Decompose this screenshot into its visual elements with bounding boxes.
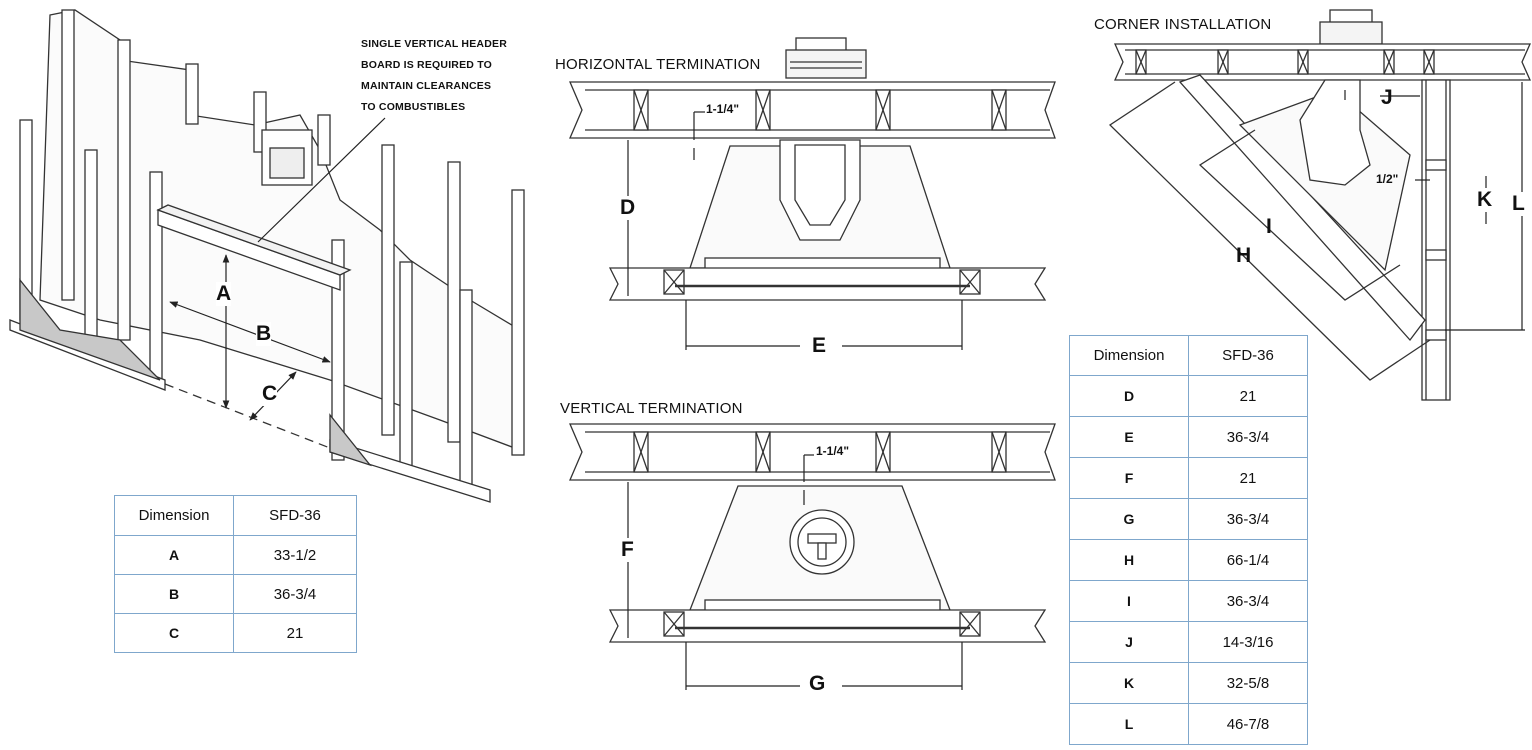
note-line-2: BOARD IS REQUIRED TO	[361, 59, 492, 71]
table-cell-dim: A	[114, 535, 234, 575]
table-cell-dim: J	[1069, 621, 1189, 663]
note-line-3: MAINTAIN CLEARANCES	[361, 80, 492, 92]
dimension-label-i: I	[1266, 215, 1272, 238]
table-header-dimension: Dimension	[114, 495, 234, 536]
corner-installation-title: CORNER INSTALLATION	[1094, 16, 1272, 33]
clearance-label-corner: 1/2"	[1376, 172, 1399, 186]
clearance-label-horizontal: 1-1/4"	[706, 102, 740, 116]
vertical-termination-drawing	[569, 423, 1056, 643]
table-row: B 36-3/4	[114, 574, 357, 614]
horizontal-termination-drawing	[569, 37, 1056, 301]
table-cell-dim: C	[114, 613, 234, 653]
note-line-4: TO COMBUSTIBLES	[361, 101, 466, 113]
table-cell-value: 21	[233, 613, 357, 653]
table-row: D 21	[1069, 375, 1308, 417]
table-cell-dim: D	[1069, 375, 1189, 417]
table-cell-value: 36-3/4	[1188, 580, 1308, 622]
table-cell-dim: L	[1069, 703, 1189, 745]
table-cell-dim: K	[1069, 662, 1189, 704]
horizontal-termination-title: HORIZONTAL TERMINATION	[555, 56, 761, 73]
table-cell-value: 46-7/8	[1188, 703, 1308, 745]
note-line-1: SINGLE VERTICAL HEADER	[361, 38, 507, 50]
framing-isometric	[9, 9, 525, 503]
table-row: G 36-3/4	[1069, 498, 1308, 540]
table-cell-dim: H	[1069, 539, 1189, 581]
dimension-label-l: L	[1512, 192, 1525, 216]
dimension-table-abc: Dimension SFD-36 A 33-1/2 B 36-3/4 C 21	[114, 495, 357, 653]
table-row: I 36-3/4	[1069, 580, 1308, 622]
table-header-model: SFD-36	[233, 495, 357, 536]
table-cell-dim: F	[1069, 457, 1189, 499]
clearance-label-vertical: 1-1/4"	[816, 444, 850, 458]
dimension-label-c: C	[262, 382, 278, 406]
table-cell-value: 36-3/4	[1188, 498, 1308, 540]
dimension-label-a: A	[216, 282, 232, 306]
dimension-label-e: E	[812, 334, 827, 358]
dimension-label-b: B	[256, 322, 272, 346]
table-row: E 36-3/4	[1069, 416, 1308, 458]
table-cell-dim: G	[1069, 498, 1189, 540]
table-cell-value: 14-3/16	[1188, 621, 1308, 663]
dimension-label-f: F	[621, 538, 634, 562]
vertical-termination-title: VERTICAL TERMINATION	[560, 400, 743, 417]
table-cell-dim: B	[114, 574, 234, 614]
table-row: L 46-7/8	[1069, 703, 1308, 745]
header-board-note: SINGLE VERTICAL HEADER BOARD IS REQUIRED…	[361, 34, 507, 118]
vertical-dimension-lines	[627, 454, 963, 690]
table-cell-dim: I	[1069, 580, 1189, 622]
table-cell-value: 36-3/4	[1188, 416, 1308, 458]
table-cell-value: 21	[1188, 457, 1308, 499]
table-row: H 66-1/4	[1069, 539, 1308, 581]
table-cell-value: 66-1/4	[1188, 539, 1308, 581]
dimension-table-d-to-l: Dimension SFD-36 D 21 E 36-3/4 F 21 G 36…	[1069, 335, 1308, 745]
dimension-label-k: K	[1477, 188, 1493, 212]
table-row: F 21	[1069, 457, 1308, 499]
table-header-dimension: Dimension	[1069, 335, 1189, 376]
table-cell-value: 33-1/2	[233, 535, 357, 575]
table-row: C 21	[114, 613, 357, 653]
dimension-label-d: D	[620, 196, 636, 220]
dimension-label-j: J	[1381, 86, 1393, 109]
dimension-label-g: G	[809, 672, 826, 696]
table-cell-dim: E	[1069, 416, 1189, 458]
corner-installation-drawing	[1108, 9, 1532, 401]
table-header-model: SFD-36	[1188, 335, 1308, 376]
table-row: A 33-1/2	[114, 535, 357, 575]
table-cell-value: 32-5/8	[1188, 662, 1308, 704]
table-cell-value: 36-3/4	[233, 574, 357, 614]
table-cell-value: 21	[1188, 375, 1308, 417]
table-row: J 14-3/16	[1069, 621, 1308, 663]
dimension-label-h: H	[1236, 244, 1252, 267]
table-row: K 32-5/8	[1069, 662, 1308, 704]
